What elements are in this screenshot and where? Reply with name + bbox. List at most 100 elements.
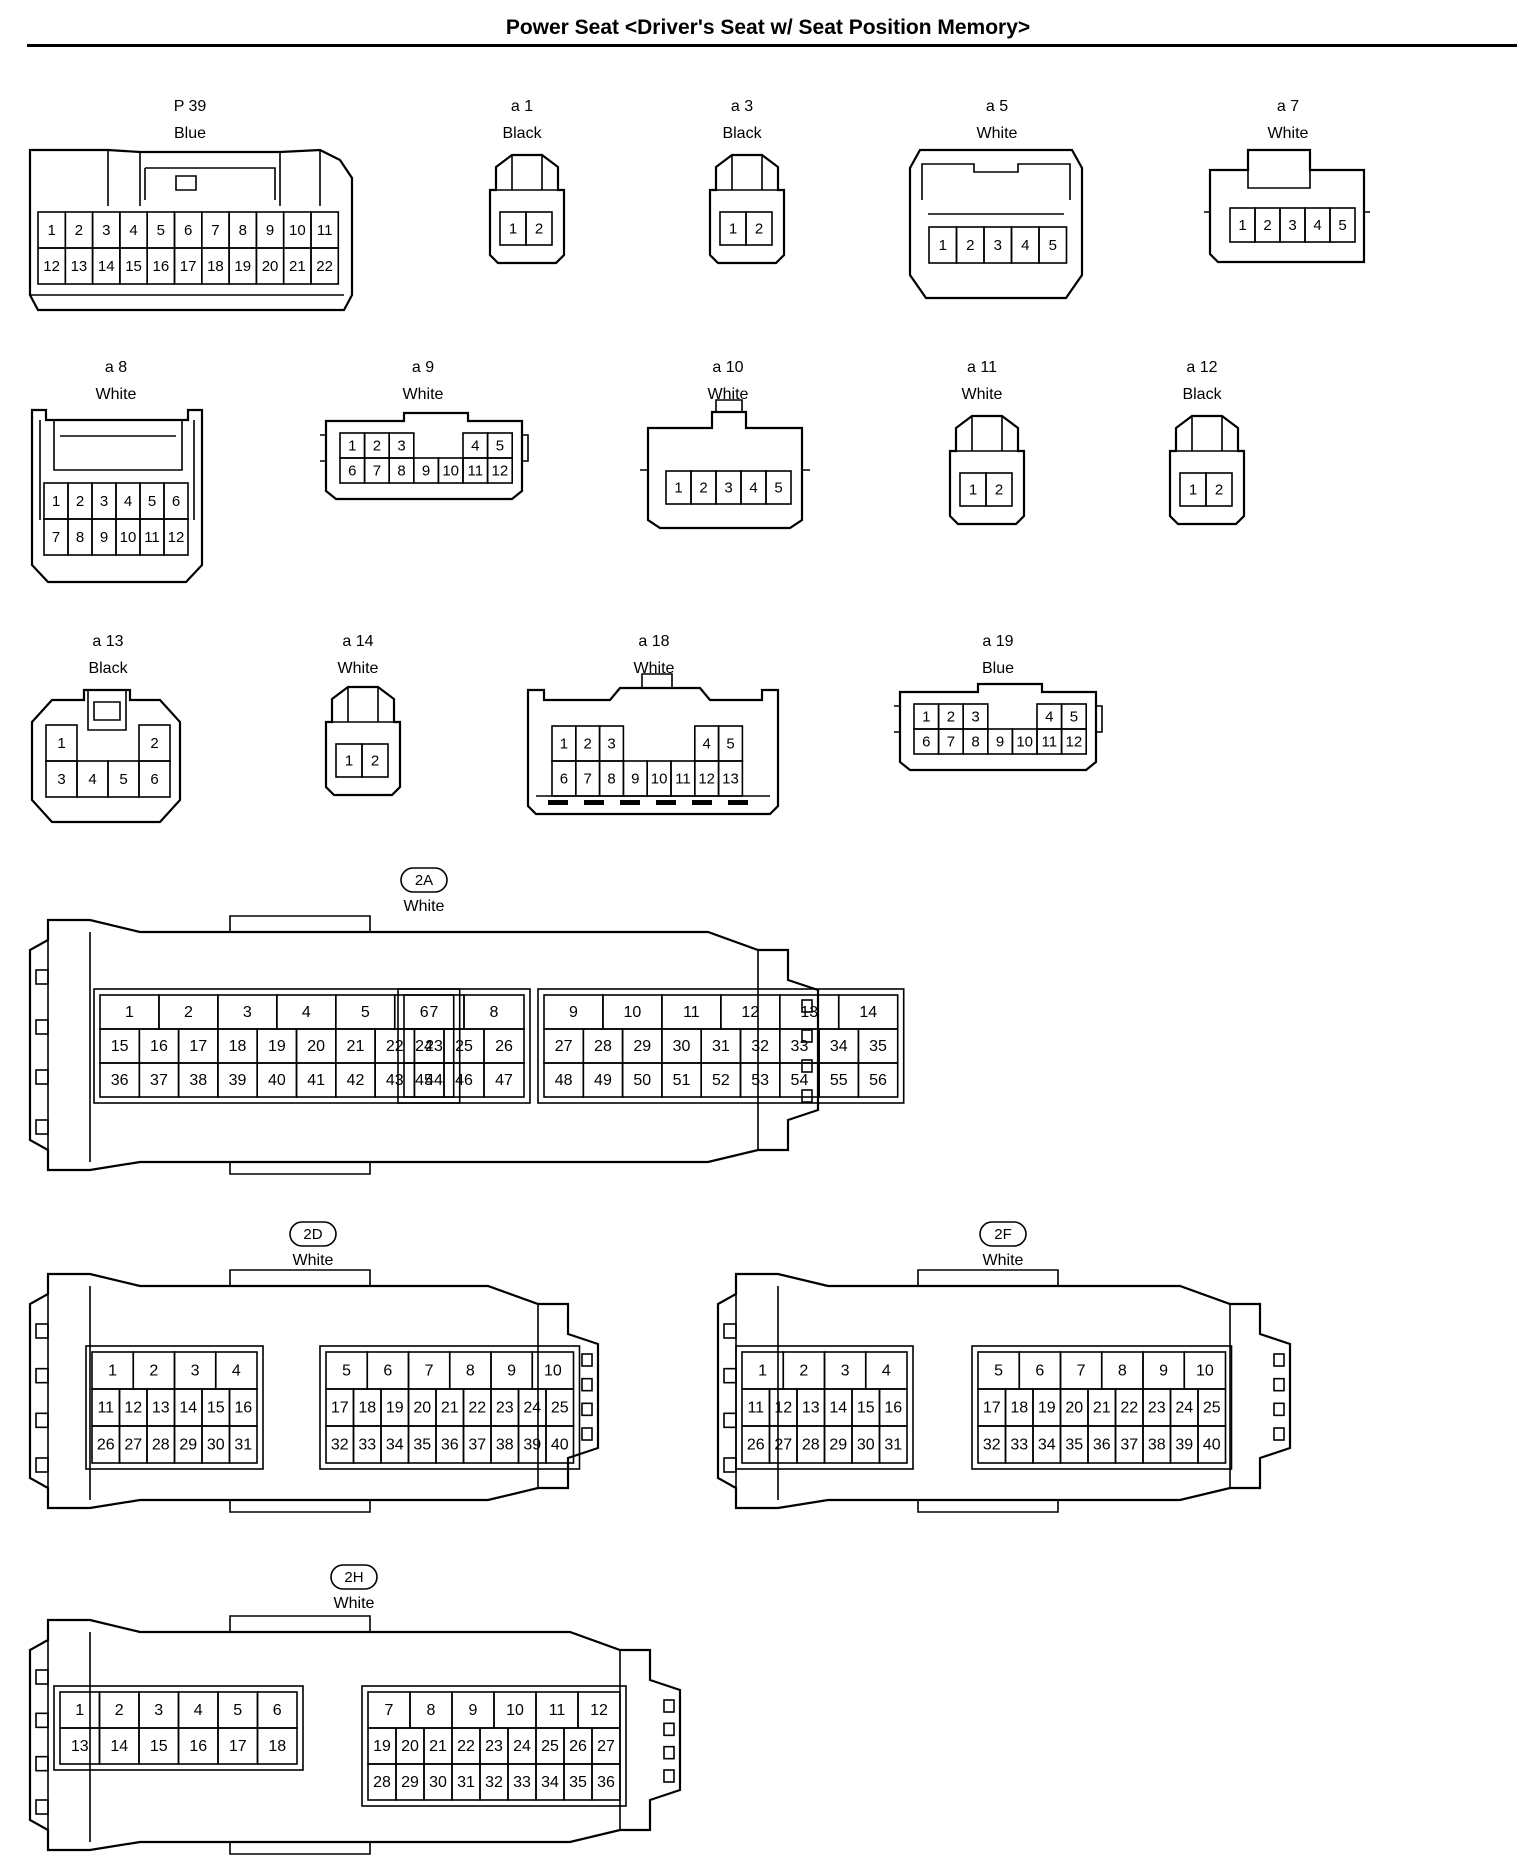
connector-notch bbox=[620, 800, 640, 805]
pin-number: 23 bbox=[425, 1038, 443, 1055]
pin-number: 5 bbox=[157, 222, 165, 239]
connector-body bbox=[488, 153, 566, 265]
pin-number: 31 bbox=[457, 1774, 475, 1791]
pin-number: 35 bbox=[1065, 1437, 1083, 1454]
pin-number: 5 bbox=[1049, 237, 1057, 254]
pin-number: 2 bbox=[995, 481, 1003, 498]
connector-color: White bbox=[404, 898, 445, 915]
pin-number: 32 bbox=[751, 1038, 769, 1055]
pin-cell bbox=[163, 518, 189, 556]
pin-number: 34 bbox=[541, 1774, 559, 1791]
pin-number: 4 bbox=[471, 437, 479, 454]
pin-number: 8 bbox=[427, 1702, 436, 1719]
pin-number: 6 bbox=[172, 493, 180, 510]
pin-number: 2 bbox=[76, 493, 84, 510]
pin-number: 8 bbox=[607, 770, 615, 787]
connector-tab bbox=[35, 1069, 49, 1085]
pin-number: 9 bbox=[631, 770, 639, 787]
connector-body bbox=[646, 410, 804, 530]
connector-latch bbox=[716, 155, 778, 191]
connector-body bbox=[526, 686, 780, 816]
pin-number: 1 bbox=[108, 1363, 117, 1380]
pin-number: 9 bbox=[422, 462, 430, 479]
pin-cell bbox=[717, 760, 744, 797]
pin-number: 3 bbox=[841, 1363, 850, 1380]
pin-number: 7 bbox=[1077, 1363, 1086, 1380]
pin-group-frame bbox=[319, 1345, 581, 1470]
pin-number: 3 bbox=[100, 493, 108, 510]
connector-code: 2D bbox=[303, 1226, 322, 1243]
pin-number: 22 bbox=[1120, 1400, 1138, 1417]
pin-number: 24 bbox=[523, 1400, 541, 1417]
pin-cell bbox=[1060, 728, 1087, 755]
connector-latch bbox=[332, 687, 394, 723]
pin-number: 15 bbox=[111, 1038, 129, 1055]
pin-group-frame bbox=[735, 1345, 914, 1470]
connector-color: White bbox=[403, 386, 444, 403]
pin-number: 4 bbox=[232, 1363, 241, 1380]
pin-number: 6 bbox=[420, 1004, 429, 1021]
connector-tab bbox=[35, 1712, 49, 1729]
connector-tab bbox=[801, 999, 813, 1013]
connector-tab bbox=[723, 1367, 737, 1384]
pin-number: 19 bbox=[1038, 1400, 1056, 1417]
pin-number: 21 bbox=[441, 1400, 459, 1417]
pin-number: 30 bbox=[857, 1437, 875, 1454]
pin-number: 7 bbox=[373, 462, 381, 479]
pin-number: 4 bbox=[1313, 217, 1321, 234]
pin-number: 7 bbox=[430, 1004, 439, 1021]
connector-latch bbox=[87, 690, 127, 731]
pin-number: 28 bbox=[802, 1437, 820, 1454]
connector-code: P 39 bbox=[174, 98, 207, 115]
connector-body bbox=[708, 153, 786, 265]
connector-code: a 11 bbox=[967, 359, 997, 376]
pin-number: 13 bbox=[722, 770, 739, 787]
pin-number: 27 bbox=[597, 1738, 615, 1755]
pin-number: 11 bbox=[549, 1702, 566, 1719]
pin-number: 23 bbox=[1148, 1400, 1166, 1417]
connector-color: White bbox=[338, 660, 379, 677]
pin-number: 50 bbox=[633, 1072, 651, 1089]
pin-number: 8 bbox=[239, 222, 247, 239]
connector-color: White bbox=[983, 1252, 1024, 1269]
pin-number: 15 bbox=[125, 258, 142, 275]
title-rule bbox=[27, 44, 1517, 47]
connector-code: a 5 bbox=[986, 98, 1008, 115]
pin-number: 9 bbox=[469, 1702, 478, 1719]
pin-number: 7 bbox=[211, 222, 219, 239]
pin-number: 3 bbox=[1288, 217, 1296, 234]
pin-number: 18 bbox=[229, 1038, 247, 1055]
pin-number: 2 bbox=[115, 1702, 124, 1719]
pin-number: 37 bbox=[468, 1437, 486, 1454]
pin-number: 10 bbox=[1196, 1363, 1214, 1380]
connector-color: White bbox=[334, 1595, 375, 1612]
connector-tab bbox=[723, 1412, 737, 1429]
pin-number: 35 bbox=[869, 1038, 887, 1055]
pin-number: 38 bbox=[189, 1072, 207, 1089]
pin-number: 13 bbox=[71, 1738, 89, 1755]
pin-number: 13 bbox=[71, 258, 88, 275]
pin-number: 28 bbox=[373, 1774, 391, 1791]
pin-cell bbox=[985, 472, 1013, 507]
pin-cell bbox=[857, 1062, 899, 1098]
pin-number: 22 bbox=[468, 1400, 486, 1417]
connector-latch bbox=[496, 155, 558, 191]
pin-number: 53 bbox=[751, 1072, 769, 1089]
pin-number: 1 bbox=[674, 479, 682, 496]
pin-number: 1 bbox=[75, 1702, 84, 1719]
pin-number: 1 bbox=[729, 220, 737, 237]
connector-tab bbox=[35, 1367, 49, 1384]
connector-body bbox=[324, 685, 402, 797]
pin-number: 3 bbox=[102, 222, 110, 239]
pin-cell bbox=[256, 1727, 298, 1765]
pin-number: 5 bbox=[726, 735, 734, 752]
pin-number: 15 bbox=[207, 1400, 225, 1417]
pin-number: 30 bbox=[429, 1774, 447, 1791]
pin-number: 10 bbox=[442, 462, 459, 479]
pin-number: 7 bbox=[425, 1363, 434, 1380]
pin-number: 15 bbox=[150, 1738, 168, 1755]
